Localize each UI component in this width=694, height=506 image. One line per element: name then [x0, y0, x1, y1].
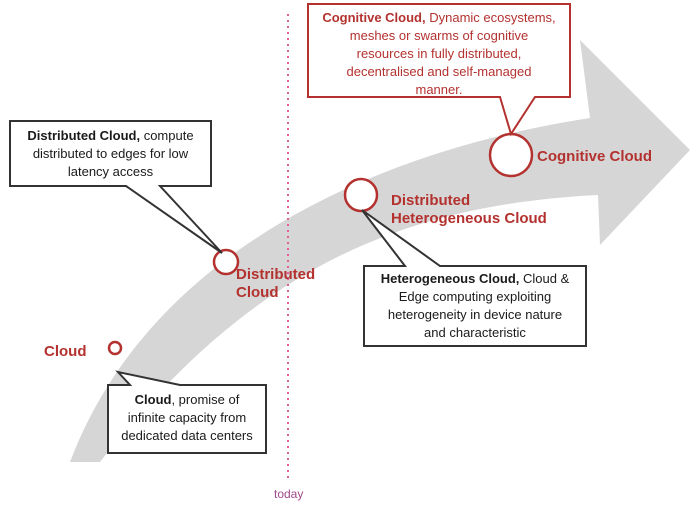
- heterogeneous-callout-text: Heterogeneous Cloud, Cloud & Edge comput…: [364, 270, 586, 342]
- distributed-callout-line1: Distributed Cloud, compute: [10, 127, 211, 145]
- cognitive-stage-marker: [488, 132, 534, 178]
- distributed-callout-line2: distributed to edges for low: [32, 146, 189, 161]
- distributed-callout-box: [9, 120, 223, 254]
- cloud-callout-box: [107, 370, 267, 454]
- cognitive-callout-line1: Cognitive Cloud, Dynamic ecosystems,: [308, 9, 570, 27]
- heterogeneous-label-line2: Heterogeneous Cloud: [391, 210, 547, 227]
- cognitive-callout-line4: decentralised and self-managed: [346, 64, 532, 79]
- cognitive-callout-line2: meshes or swarms of cognitive: [349, 28, 529, 43]
- cloud-callout-title: Cloud: [134, 392, 172, 407]
- heterogeneous-callout-line4: and characteristic: [424, 325, 526, 340]
- heterogeneous-stage-marker: [343, 177, 379, 213]
- heterogeneous-callout-line2: Edge computing exploiting: [398, 289, 552, 304]
- cloud-callout-text: Cloud, promise of infinite capacity from…: [108, 391, 266, 445]
- evolution-arrow: [70, 40, 690, 462]
- cognitive-stage-label: Cognitive Cloud: [537, 148, 652, 165]
- heterogeneous-callout-line3: heterogeneity in device nature: [387, 307, 563, 322]
- cloud-callout-line2: infinite capacity from: [127, 410, 247, 425]
- cognitive-callout-title: Cognitive Cloud,: [322, 10, 426, 25]
- heterogeneous-callout-box: [361, 209, 587, 347]
- heterogeneous-callout-line1: Heterogeneous Cloud, Cloud &: [364, 270, 586, 288]
- distributed-stage-marker: [212, 248, 240, 276]
- cloud-callout-line3: dedicated data centers: [121, 428, 253, 443]
- distributed-label-line2: Cloud: [236, 284, 279, 301]
- heterogeneous-label-line1: Distributed: [391, 192, 471, 209]
- cognitive-callout-line3: resources in fully distributed,: [356, 46, 522, 61]
- cloud-callout-line1: Cloud, promise of: [108, 391, 266, 409]
- heterogeneous-callout-desc1: Cloud &: [519, 271, 570, 286]
- today-label: today: [274, 487, 304, 501]
- cognitive-callout-box: [307, 3, 571, 137]
- heterogeneous-stage-label: Distributed Heterogeneous Cloud: [391, 192, 547, 228]
- distributed-callout-desc1: compute: [140, 128, 194, 143]
- distributed-callout-line3: latency access: [67, 164, 154, 179]
- cognitive-callout-line5: manner.: [415, 82, 463, 97]
- cloud-callout-desc1: , promise of: [171, 392, 240, 407]
- cloud-stage-label: Cloud: [44, 343, 87, 360]
- cognitive-callout-text: Cognitive Cloud, Dynamic ecosystems, mes…: [308, 9, 570, 99]
- distributed-label-line1: Distributed: [236, 266, 316, 283]
- distributed-callout-text: Distributed Cloud, compute distributed t…: [10, 127, 211, 181]
- distributed-callout-title: Distributed Cloud,: [27, 128, 141, 143]
- cloud-stage-marker: [107, 340, 123, 356]
- distributed-stage-label: Distributed Cloud: [236, 266, 315, 302]
- cognitive-callout-desc1: Dynamic ecosystems,: [425, 10, 556, 25]
- heterogeneous-callout-title: Heterogeneous Cloud,: [380, 271, 520, 286]
